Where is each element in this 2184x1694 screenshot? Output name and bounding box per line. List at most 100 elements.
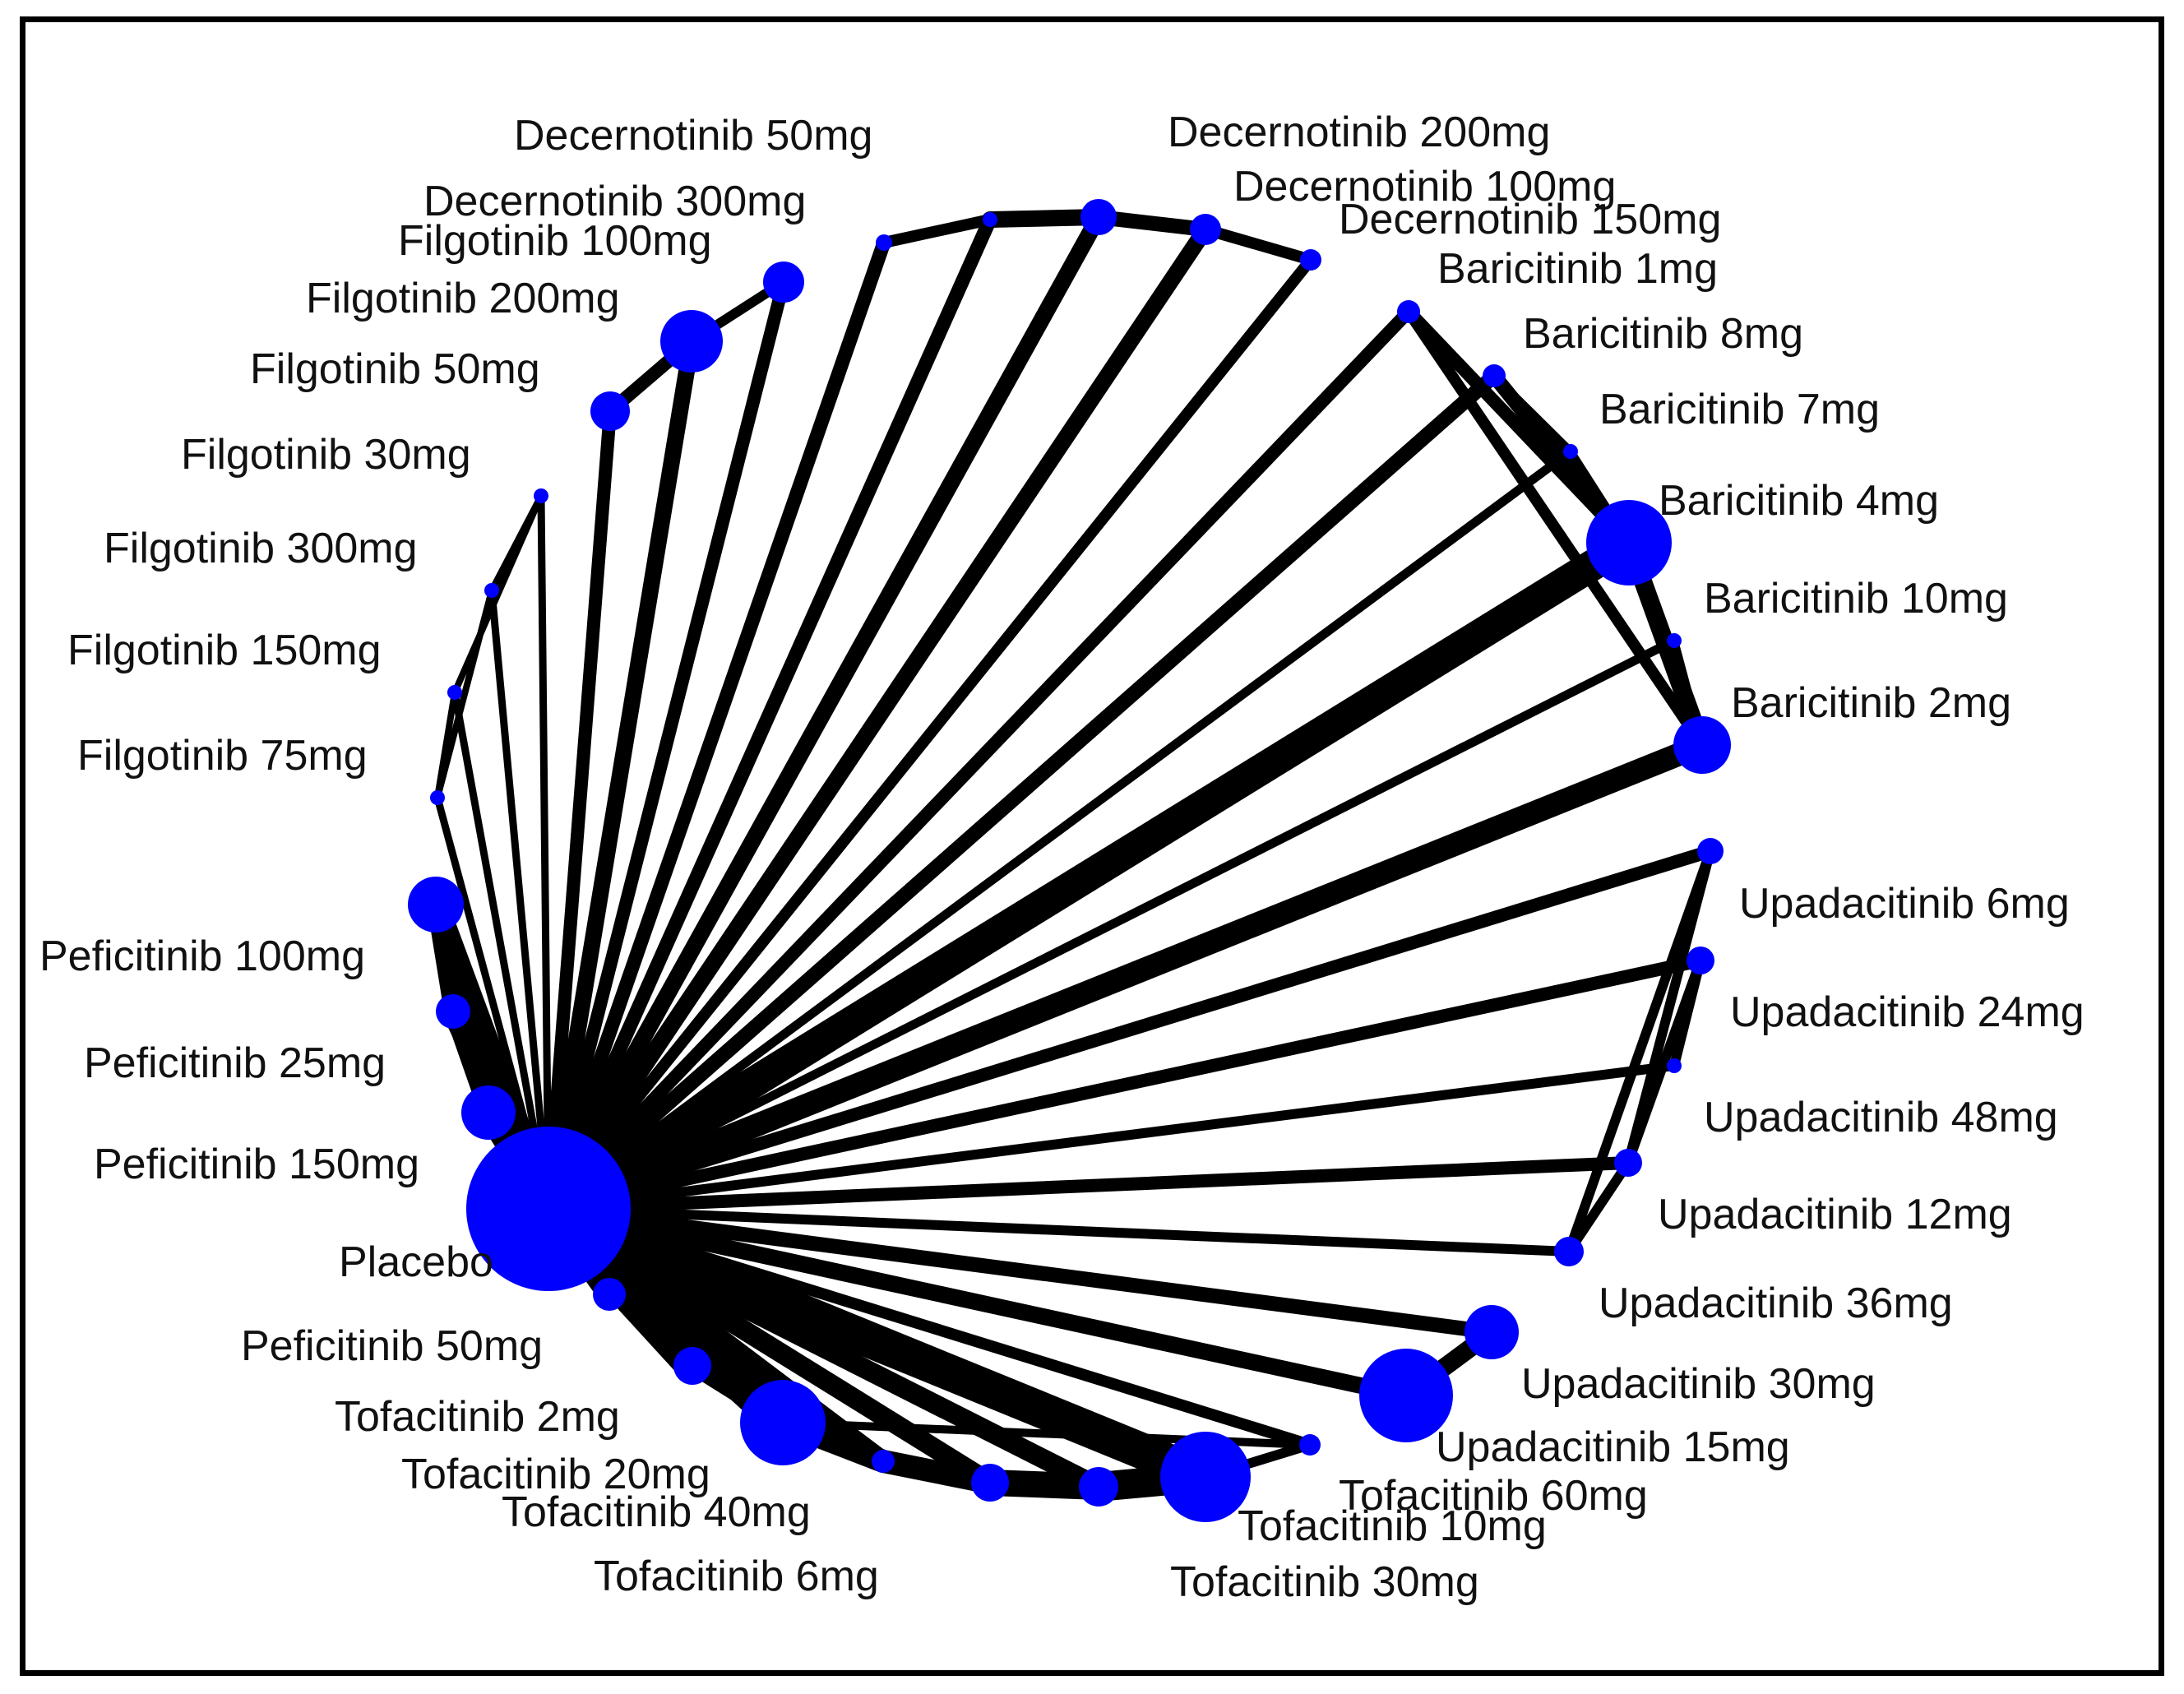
node-peficitinib-50mg-label: Peficitinib 50mg [241,1322,543,1370]
node-tofacitinib-20mg-label: Tofacitinib 20mg [401,1451,710,1498]
node-filgotinib-50mg [590,391,630,431]
node-upadacitinib-48mg [1667,1058,1682,1073]
node-decernotinib-300mg [983,212,997,227]
node-placebo-label: Placebo [339,1238,493,1286]
node-tofacitinib-6mg-label: Tofacitinib 6mg [594,1553,879,1600]
node-upadacitinib-24mg-label: Upadacitinib 24mg [1730,988,2085,1036]
node-decernotinib-200mg [1080,199,1117,235]
edge-upadacitinib-24mg-to-placebo [542,954,1707,1215]
node-baricitinib-1mg-label: Baricitinib 1mg [1437,245,1718,293]
node-tofacitinib-2mg [673,1347,711,1385]
edge-decernotinib-50mg-to-placebo [541,235,891,1216]
node-baricitinib-8mg [1483,364,1506,387]
node-filgotinib-200mg [660,310,723,373]
node-decernotinib-100mg [1190,214,1221,245]
node-upadacitinib-15mg [1359,1349,1453,1442]
edges-layer [423,209,1717,1502]
edge-filgotinib-150mg-to-placebo [451,688,553,1213]
edge-baricitinib-1mg-to-baricitinib-2mg [1403,306,1708,751]
edge-filgotinib-200mg-to-placebo [540,333,700,1217]
edge-filgotinib-300mg-to-placebo [488,586,553,1213]
node-filgotinib-150mg [447,685,462,700]
node-decernotinib-100mg-label: Decernotinib 100mg [1233,163,1616,211]
edge-upadacitinib-6mg-to-placebo [542,845,1717,1215]
node-baricitinib-4mg-label: Baricitinib 4mg [1659,477,1939,525]
diagram-frame [20,16,2164,1676]
node-tofacitinib-2mg-label: Tofacitinib 2mg [335,1393,620,1441]
node-filgotinib-200mg-label: Filgotinib 200mg [306,275,620,322]
node-baricitinib-1mg [1397,300,1420,323]
node-decernotinib-50mg [876,234,892,251]
node-peficitinib-25mg [436,994,470,1029]
edge-filgotinib-30mg-to-placebo [537,492,553,1213]
node-tofacitinib-6mg [971,1464,1009,1502]
edge-upadacitinib-6mg-to-upadacitinib-36mg [1564,846,1715,1257]
edge-upadacitinib-30mg-to-placebo [541,1201,1499,1340]
node-upadacitinib-36mg [1554,1237,1584,1266]
node-baricitinib-2mg-label: Baricitinib 2mg [1731,679,2011,727]
node-peficitinib-50mg [593,1278,626,1311]
edge-decernotinib-300mg-to-placebo [541,212,997,1216]
edge-baricitinib-10mg-to-placebo [544,636,1679,1214]
node-upadacitinib-6mg [1697,838,1724,864]
nodes-layer [408,199,1731,1522]
node-upadacitinib-30mg-label: Upadacitinib 30mg [1521,1360,1876,1408]
edge-decernotinib-300mg-to-decernotinib-200mg [982,209,1107,228]
edge-baricitinib-1mg-to-placebo [542,305,1415,1215]
node-placebo [466,1127,631,1291]
edge-upadacitinib-12mg-to-placebo [542,1156,1635,1215]
edge-baricitinib-8mg-to-baricitinib-7mg [1490,372,1575,456]
node-filgotinib-75mg-label: Filgotinib 75mg [77,732,368,780]
node-tofacitinib-10mg-label: Tofacitinib 10mg [1238,1502,1547,1550]
node-tofacitinib-30mg-label: Tofacitinib 30mg [1170,1558,1479,1606]
node-upadacitinib-24mg [1687,947,1714,974]
node-peficitinib-100mg [408,877,464,933]
edge-decernotinib-100mg-to-placebo [540,221,1214,1217]
node-filgotinib-50mg-label: Filgotinib 50mg [250,345,540,393]
node-tofacitinib-30mg [1160,1432,1251,1522]
node-peficitinib-25mg-label: Peficitinib 25mg [84,1039,386,1087]
node-upadacitinib-30mg [1464,1305,1519,1359]
edge-upadacitinib-12mg-to-upadacitinib-36mg [1564,1158,1633,1257]
node-decernotinib-150mg-label: Decernotinib 150mg [1339,196,1721,243]
edge-baricitinib-4mg-to-placebo [533,527,1645,1224]
edge-baricitinib-7mg-to-placebo [544,447,1576,1214]
node-decernotinib-200mg-label: Decernotinib 200mg [1168,109,1550,156]
node-tofacitinib-20mg [740,1380,826,1465]
edge-decernotinib-200mg-to-placebo [540,209,1107,1217]
node-upadacitinib-15mg-label: Upadacitinib 15mg [1436,1423,1790,1471]
node-baricitinib-10mg [1667,633,1682,648]
node-filgotinib-75mg [430,790,445,805]
edge-filgotinib-150mg-to-filgotinib-75mg [434,689,458,801]
node-baricitinib-8mg-label: Baricitinib 8mg [1523,310,1803,358]
node-baricitinib-10mg-label: Baricitinib 10mg [1704,575,2008,623]
node-peficitinib-150mg [461,1085,516,1140]
node-filgotinib-30mg [534,488,548,503]
node-tofacitinib-40mg-label: Tofacitinib 40mg [502,1488,811,1536]
node-tofacitinib-10mg [1079,1467,1118,1507]
node-upadacitinib-12mg-label: Upadacitinib 12mg [1658,1191,2012,1238]
node-baricitinib-2mg [1673,716,1731,774]
node-filgotinib-300mg-label: Filgotinib 300mg [104,525,418,572]
node-filgotinib-30mg-label: Filgotinib 30mg [181,431,471,479]
node-peficitinib-100mg-label: Peficitinib 100mg [39,933,365,980]
node-decernotinib-300mg-label: Decernotinib 300mg [423,178,806,225]
edge-decernotinib-150mg-to-placebo [543,254,1316,1215]
edge-filgotinib-100mg-to-placebo [542,275,790,1215]
node-tofacitinib-60mg-label: Tofacitinib 60mg [1339,1472,1648,1520]
node-peficitinib-150mg-label: Peficitinib 150mg [94,1141,419,1188]
edge-baricitinib-8mg-to-placebo [541,368,1502,1216]
node-upadacitinib-48mg-label: Upadacitinib 48mg [1704,1094,2058,1141]
edge-upadacitinib-24mg-to-upadacitinib-12mg [1623,956,1705,1168]
edge-decernotinib-50mg-to-decernotinib-300mg [878,214,996,248]
node-filgotinib-100mg-label: Filgotinib 100mg [398,217,712,265]
node-filgotinib-100mg [763,262,804,303]
edge-upadacitinib-48mg-to-placebo [544,1061,1679,1214]
node-decernotinib-150mg [1300,249,1321,271]
node-tofacitinib-60mg [1299,1434,1321,1456]
edge-upadacitinib-36mg-to-placebo [544,1204,1574,1257]
edge-filgotinib-50mg-to-placebo [542,405,617,1215]
edge-baricitinib-2mg-to-placebo [537,734,1714,1220]
